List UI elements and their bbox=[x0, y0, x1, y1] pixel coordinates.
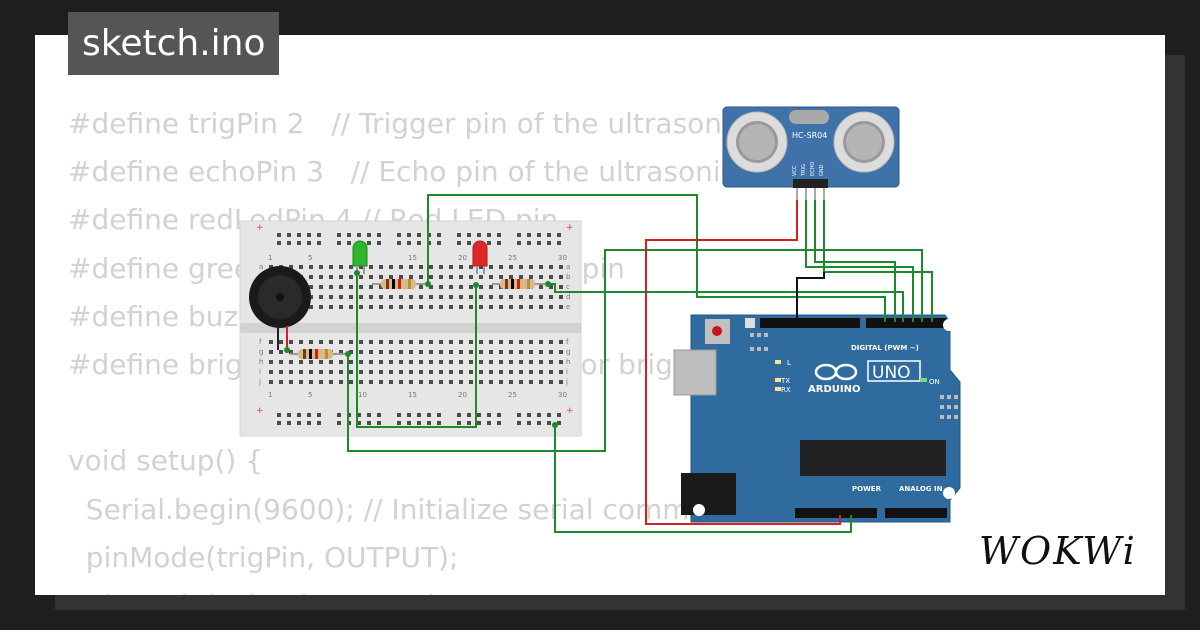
breadboard-column-number: 25 bbox=[508, 254, 517, 262]
breadboard-row-letter: g bbox=[259, 348, 263, 356]
plus-sign: + bbox=[566, 406, 574, 416]
card-shadow-bottom bbox=[55, 595, 1185, 610]
wokwi-logo-text: WOKWi bbox=[979, 529, 1137, 573]
ultrasonic-sensor[interactable]: HC-SR04 VCC TRIG ECHO GND bbox=[722, 106, 900, 188]
breadboard[interactable]: 115510101515202025253030aabbccddeeffgghh… bbox=[239, 220, 582, 437]
usb-port bbox=[673, 349, 717, 396]
wires bbox=[347, 194, 933, 533]
analog-label: ANALOG IN bbox=[899, 485, 943, 493]
wokwi-logo: WOKWi bbox=[979, 529, 1137, 573]
analog-header bbox=[885, 508, 947, 518]
plus-sign: + bbox=[256, 223, 264, 233]
sensor-pin-vcc: VCC bbox=[792, 165, 798, 176]
breadboard-row-letter: j bbox=[565, 378, 568, 386]
breadboard-row-letter: j bbox=[258, 378, 261, 386]
breadboard-column-number: 1 bbox=[268, 391, 272, 399]
rx-led-label: RX bbox=[781, 386, 791, 394]
file-tab[interactable]: sketch.ino bbox=[68, 12, 280, 75]
arduino-infinity-logo bbox=[814, 363, 858, 381]
sensor-pin-gnd: GND bbox=[819, 164, 825, 176]
breadboard-row-letter: f bbox=[259, 338, 262, 346]
breadboard-column-number: 25 bbox=[508, 391, 517, 399]
resistor[interactable] bbox=[372, 279, 425, 289]
breadboard-row-letter: h bbox=[566, 358, 570, 366]
power-label: POWER bbox=[852, 485, 882, 493]
l-led-label: L bbox=[787, 359, 791, 367]
breadboard-row-letter: c bbox=[566, 283, 570, 291]
red-led[interactable] bbox=[472, 240, 488, 274]
power-jack bbox=[681, 473, 736, 515]
card-shadow-right bbox=[1165, 55, 1185, 610]
sensor-pin-legs bbox=[796, 188, 825, 200]
file-tab-label: sketch.ino bbox=[82, 23, 266, 64]
digital-header-right bbox=[866, 318, 946, 328]
code-line: void setup() { bbox=[68, 444, 264, 478]
breadboard-column-number: 20 bbox=[458, 391, 467, 399]
breadboard-row-letter: d bbox=[566, 293, 570, 301]
arduino-brand-label: ARDUINO bbox=[808, 384, 860, 395]
breadboard-column-number: 5 bbox=[308, 254, 312, 262]
uno-label: UNO bbox=[872, 363, 911, 383]
breadboard-column-number: 10 bbox=[358, 391, 367, 399]
plus-sign: + bbox=[566, 223, 574, 233]
buzzer[interactable] bbox=[249, 266, 311, 350]
breadboard-column-number: 1 bbox=[268, 254, 272, 262]
breadboard-row-letter: a bbox=[566, 263, 570, 271]
breadboard-column-number: 5 bbox=[308, 391, 312, 399]
breadboard-column-number: 30 bbox=[558, 391, 567, 399]
breadboard-row-letter: g bbox=[566, 348, 570, 356]
sensor-pin-echo: ECHO bbox=[810, 162, 816, 176]
breadboard-column-number: 15 bbox=[408, 391, 417, 399]
breadboard-row-letter: h bbox=[259, 358, 263, 366]
reset-button[interactable] bbox=[712, 326, 722, 336]
plus-sign: + bbox=[256, 406, 264, 416]
breadboard-row-letter: i bbox=[566, 368, 568, 376]
arduino-uno[interactable]: DIGITAL (PWM ~) UNO ARDUINO ON L TX RX P… bbox=[673, 314, 961, 523]
breadboard-column-number: 15 bbox=[408, 254, 417, 262]
breadboard-column-number: 30 bbox=[558, 254, 567, 262]
digital-header-left bbox=[760, 318, 860, 328]
digital-label: DIGITAL (PWM ~) bbox=[851, 344, 919, 352]
resistor[interactable] bbox=[290, 349, 345, 359]
tx-led-label: TX bbox=[780, 377, 790, 385]
breadboard-row-letter: f bbox=[566, 338, 569, 346]
code-line: pinMode(trigPin, OUTPUT); bbox=[68, 540, 459, 574]
breadboard-column-number: 20 bbox=[458, 254, 467, 262]
code-line: pinMode(echoPin, INPUT); bbox=[68, 582, 847, 595]
breadboard-row-letter: a bbox=[259, 263, 263, 271]
microcontroller-chip bbox=[800, 440, 946, 476]
sensor-label: HC-SR04 bbox=[792, 131, 827, 140]
on-label: ON bbox=[929, 378, 940, 386]
wire-joints bbox=[284, 270, 558, 428]
breadboard-row-letter: i bbox=[259, 368, 261, 376]
resistor[interactable] bbox=[492, 279, 545, 289]
code-line: #define trigPin 2 // Trigger pin of the … bbox=[68, 107, 847, 140]
sensor-pin-trig: TRIG bbox=[801, 164, 807, 177]
breadboard-row-letter: b bbox=[566, 273, 571, 281]
breadboard-row-letter: e bbox=[566, 303, 570, 311]
power-header bbox=[795, 508, 877, 518]
